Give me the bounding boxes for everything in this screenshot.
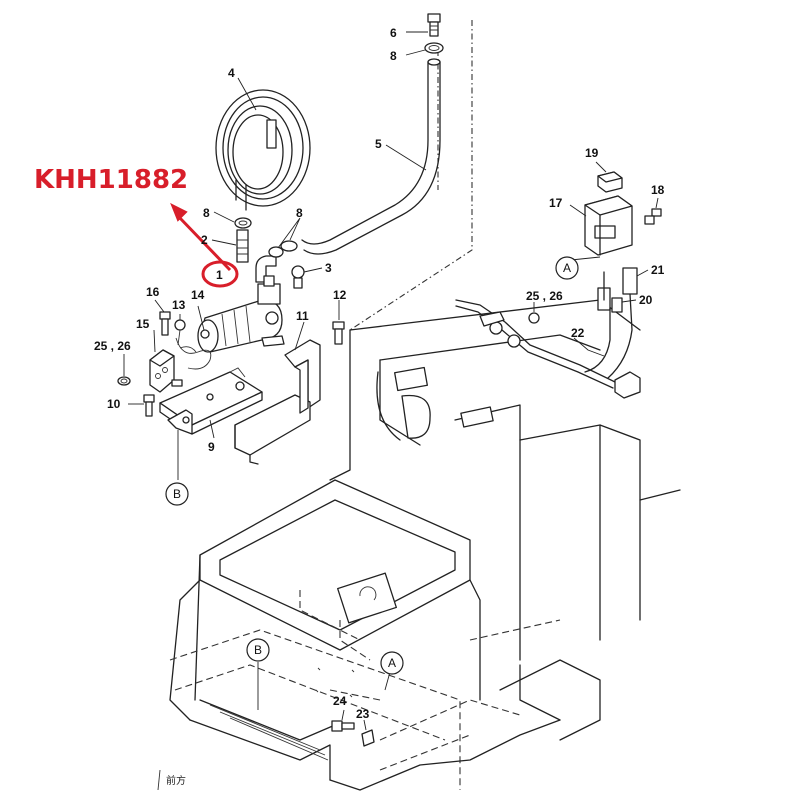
relay-19 [597,171,623,193]
bracket-17 [584,195,633,256]
base-plate-9 [159,367,263,435]
callout-25-26-left: 25 , 26 [94,339,131,353]
callouts: 1 2 3 4 5 6 8 8 8 9 10 11 12 13 14 15 16… [94,26,665,721]
ref-a-upper: A [563,261,571,275]
callout-12: 12 [333,288,347,302]
ref-b-upper-circle [165,482,189,506]
callout-14: 14 [191,288,205,302]
elbow-fitting [255,240,298,283]
callout-6: 6 [390,26,397,40]
bolt-18 [644,208,662,225]
pipe-2 [236,229,249,263]
direction-note: 前方 [166,774,186,787]
callout-21: 21 [651,263,665,277]
callout-4: 4 [228,66,235,80]
ref-a-lower: A [388,656,396,670]
wire-13-14 [171,319,212,387]
callout-9: 9 [208,440,215,454]
callout-2: 2 [201,233,208,247]
callout-23: 23 [356,707,370,721]
bolt-16 [159,311,171,336]
ref-b-upper: B [173,487,181,501]
ref-b-lower: B [254,643,262,657]
part-code-label: KHH11882 [34,165,188,195]
callout-19: 19 [585,146,599,160]
callout-8-top: 8 [390,49,397,63]
callout-10: 10 [107,397,121,411]
bracket-11 [234,339,321,465]
bolt-12 [332,321,345,345]
callout-11: 11 [296,309,309,323]
callout-17: 17 [549,196,563,210]
machine-body [169,20,681,791]
fitting-6 [427,13,441,37]
callout-20: 20 [639,293,653,307]
callout-8-right: 8 [296,206,303,220]
callout-15: 15 [136,317,150,331]
bolt-24 [331,720,355,732]
highlight-circle [201,260,239,288]
callout-3: 3 [325,261,332,275]
ref-a-upper-circle [555,256,579,280]
connector-box-15 [149,349,175,393]
callout-1: 1 [216,268,223,282]
clamp-8-top [424,42,444,54]
direction-arrow [157,769,161,791]
callout-24: 24 [333,694,347,708]
reference-markers: A A B B [165,256,579,675]
highlight: KHH11882 [34,165,239,288]
callout-13: 13 [172,298,186,312]
callout-5: 5 [375,137,382,151]
callout-16: 16 [146,285,160,299]
bolt-10 [143,394,155,417]
leader-lines [123,31,659,731]
clamp-8-left [234,217,252,229]
ref-b-lower-circle [246,638,270,662]
bolt-3 [291,265,305,289]
clip-23 [361,729,375,747]
callout-8-left: 8 [203,206,210,220]
ref-a-lower-circle [380,651,404,675]
highlight-arrowhead [170,202,188,222]
relay-21 [622,267,638,295]
coiled-hose-4 [215,89,311,211]
callout-22: 22 [571,326,585,340]
hose-5 [301,58,441,255]
pump-1 [197,275,285,353]
callout-25-26-right: 25 , 26 [526,289,563,303]
harness-22 [455,271,641,399]
callout-18: 18 [651,183,665,197]
nut-25-26-left [117,376,131,386]
